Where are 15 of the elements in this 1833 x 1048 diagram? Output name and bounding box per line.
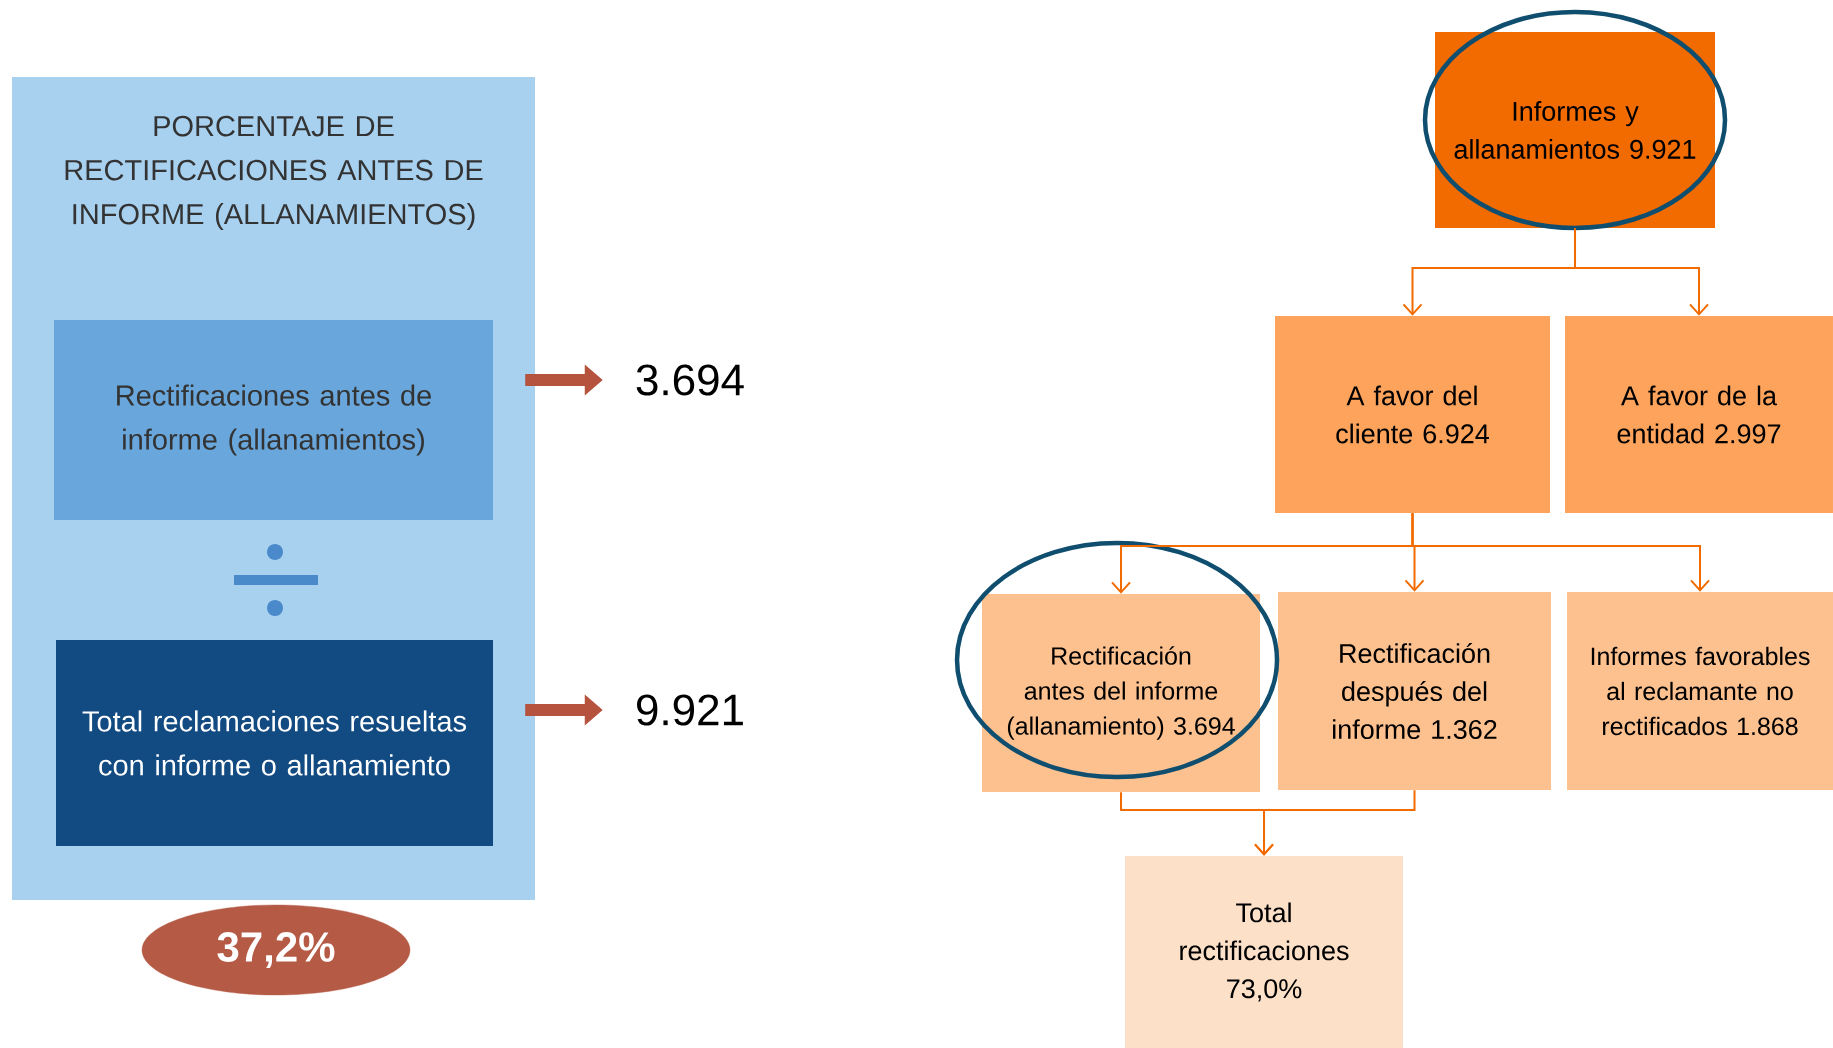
- text-box: A favor del cliente 6.924: [1275, 316, 1550, 513]
- arrow: [1574, 227, 1709, 316]
- text-box: Total rectificaciones 73,0%: [1125, 856, 1403, 1048]
- arrow: [1254, 789, 1416, 856]
- text-box: Rectificaciones antes de informe (allanamientos): [54, 320, 493, 520]
- text-box: Informes y allanamientos 9.921: [1435, 32, 1715, 228]
- arrow: [1411, 512, 1710, 592]
- text-box: Rectificación después del informe 1.362: [1278, 592, 1551, 790]
- text-box: Rectificación antes del informe (allanamiento) 3.694: [982, 594, 1260, 792]
- value-text: 3.694: [636, 364, 744, 396]
- result-oval: 37,2%: [141, 904, 411, 996]
- text-box: Total reclamaciones resueltas con informe o allanamiento: [56, 640, 493, 846]
- text-box: A favor de la entidad 2.997: [1565, 316, 1833, 513]
- text-box: Informes favorables al reclamante no rectificados 1.868: [1567, 592, 1833, 790]
- value-text: 9.921: [637, 694, 743, 726]
